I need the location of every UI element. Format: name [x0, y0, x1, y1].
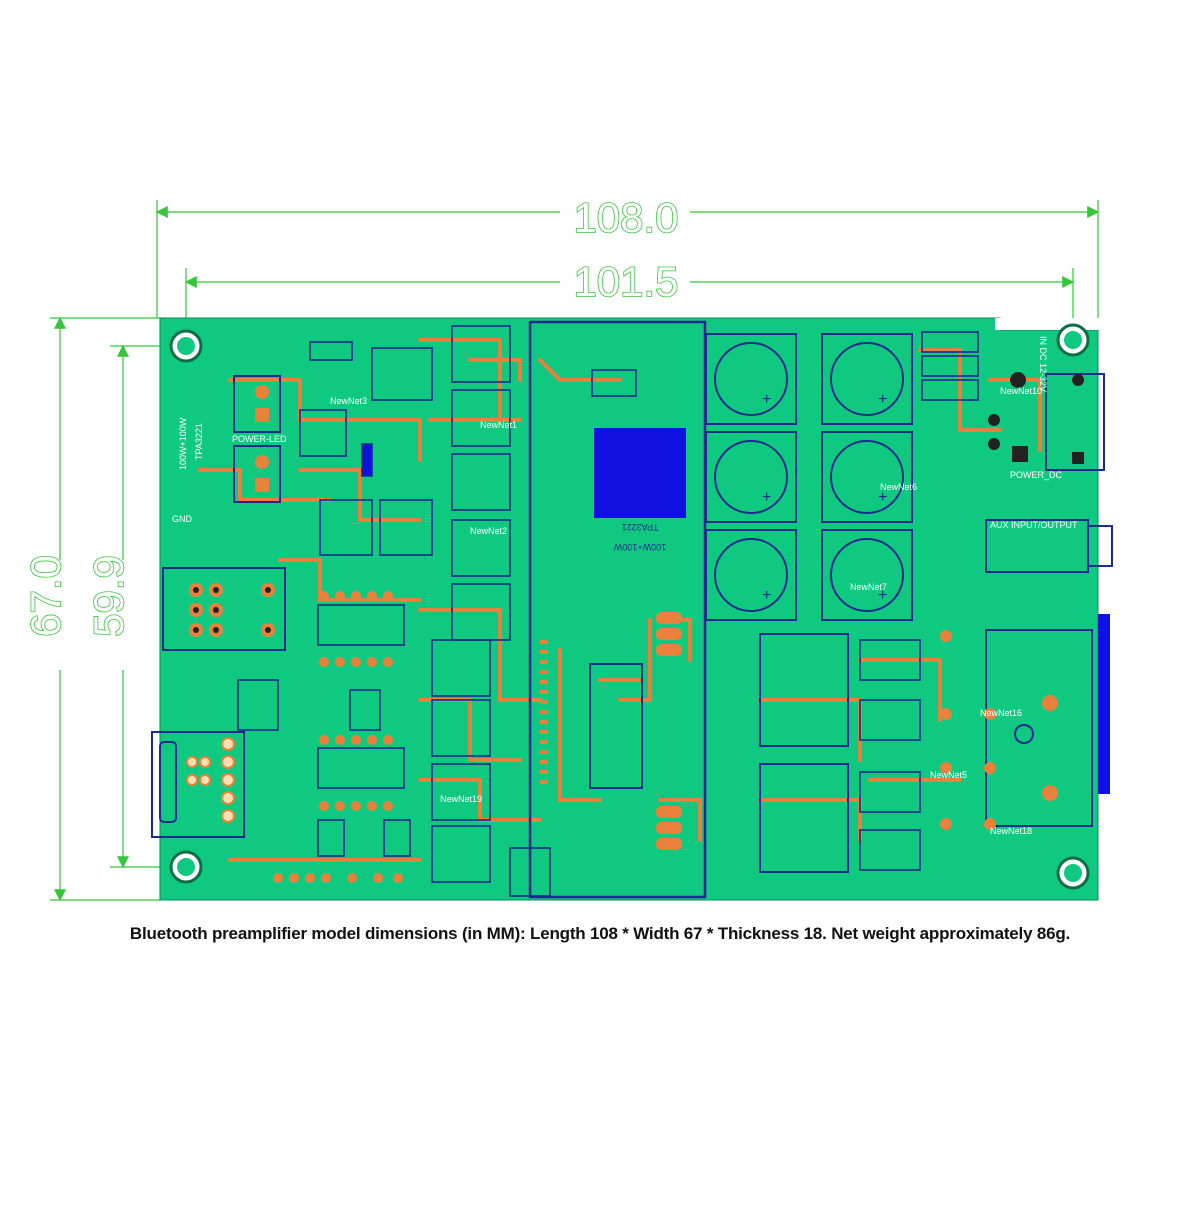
net-label: NewNet19: [440, 794, 482, 804]
mounting-holes: [169, 323, 1090, 890]
power-led-label: POWER-LED: [232, 434, 287, 444]
net-label: NewNet10: [1000, 386, 1042, 396]
svg-text:+: +: [762, 587, 771, 604]
left-connector-block: [162, 567, 286, 651]
main-chip-area: TPA3221 100W+100W: [509, 320, 707, 899]
ce-capacitors: [431, 325, 511, 883]
right-terminal: [985, 614, 1110, 827]
svg-text:+: +: [878, 489, 887, 506]
svg-text:+: +: [762, 489, 771, 506]
power-dc-label: POWER_DC: [1010, 470, 1063, 480]
net-label: NewNet7: [850, 582, 887, 592]
left-power-label: 100W+100W: [178, 417, 188, 470]
net-label: NewNet18: [990, 826, 1032, 836]
power-led-connector: POWER-LED 100W+100W TPA3221: [178, 375, 287, 503]
right-pads: [940, 630, 996, 830]
power-dc-connector: POWER_DC IN DC 12-32V: [988, 336, 1105, 480]
left-chip-label: TPA3221: [194, 423, 204, 460]
dim-height-outer: 67.0: [22, 555, 69, 637]
dim-height-inner: 59.9: [85, 555, 132, 637]
copper-traces: [198, 338, 1042, 862]
right-diodes: [859, 331, 979, 871]
pcb-board: [159, 317, 1099, 901]
svg-text:+: +: [762, 391, 771, 408]
net-label: NewNet3: [330, 396, 367, 406]
aux-connector: AUX INPUT/OUTPUT: [985, 519, 1113, 573]
inductors: [759, 633, 849, 873]
smd-pins-left: [273, 591, 403, 883]
net-label: NewNet16: [980, 708, 1022, 718]
svg-text:+: +: [878, 391, 887, 408]
smd-parts-left: [237, 341, 433, 857]
net-label: NewNet6: [880, 482, 917, 492]
svg-text:+: +: [878, 587, 887, 604]
large-capacitors: [705, 333, 913, 621]
left-bottom-connector: [151, 731, 245, 838]
input-dc-label: IN DC 12-32V: [1038, 336, 1048, 392]
dim-width-inner: 101.5: [573, 258, 678, 305]
net-label: NewNet1: [480, 420, 517, 430]
chip-power-label: 100W+100W: [613, 542, 666, 552]
aux-label: AUX INPUT/OUTPUT: [990, 520, 1078, 530]
gnd-label: GND: [172, 514, 193, 524]
dim-width-outer: 108.0: [573, 194, 678, 241]
net-label: NewNet5: [930, 770, 967, 780]
net-label: NewNet2: [470, 526, 507, 536]
cap-plus-signs: + + + + + +: [762, 391, 887, 604]
chip-label: TPA3221: [622, 522, 659, 532]
caption: Bluetooth preamplifier model dimensions …: [129, 924, 1071, 943]
silk-labels: GND NewNet3 NewNet1 NewNet7 NewNet6 NewN…: [172, 386, 1042, 836]
chip-pins: [540, 612, 682, 850]
